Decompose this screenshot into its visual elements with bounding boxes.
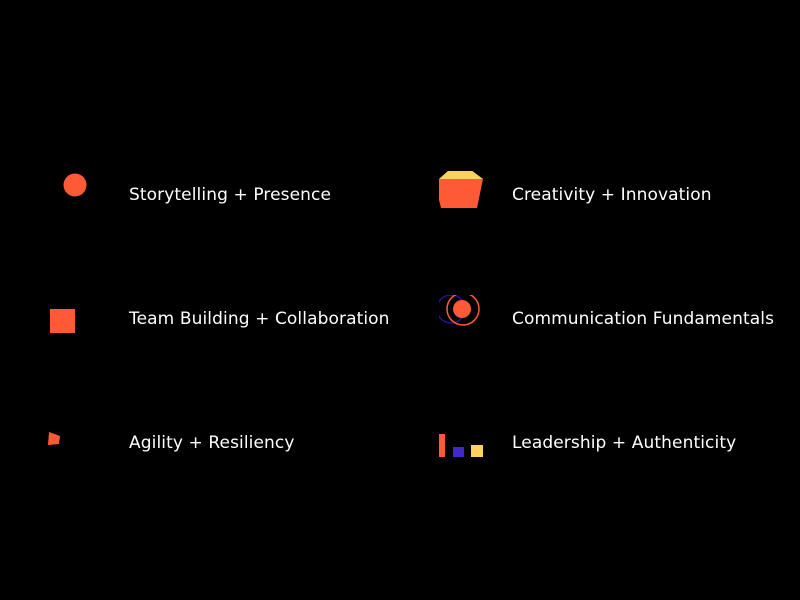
topic-label: Storytelling + Presence [129, 185, 332, 205]
circle-icon [40, 171, 130, 251]
bars-icon [439, 419, 529, 499]
topic-label: Creativity + Innovation [512, 185, 712, 205]
topic-creativity: Creativity + Innovation [439, 171, 800, 251]
topic-communication: Communication Fundamentals [439, 295, 800, 375]
pentagon-icon [439, 171, 529, 251]
topic-team-building: Team Building + Collaboration [40, 295, 420, 375]
topic-storytelling: Storytelling + Presence [40, 171, 420, 251]
topic-agility: Agility + Resiliency [40, 419, 420, 499]
topic-label: Leadership + Authenticity [512, 433, 737, 453]
rings-icon [439, 295, 529, 375]
topic-label: Team Building + Collaboration [129, 309, 390, 329]
shard-icon [40, 419, 130, 499]
topic-label: Agility + Resiliency [129, 433, 295, 453]
topic-label: Communication Fundamentals [512, 309, 775, 329]
topic-leadership: Leadership + Authenticity [439, 419, 800, 499]
square-icon [40, 295, 130, 375]
